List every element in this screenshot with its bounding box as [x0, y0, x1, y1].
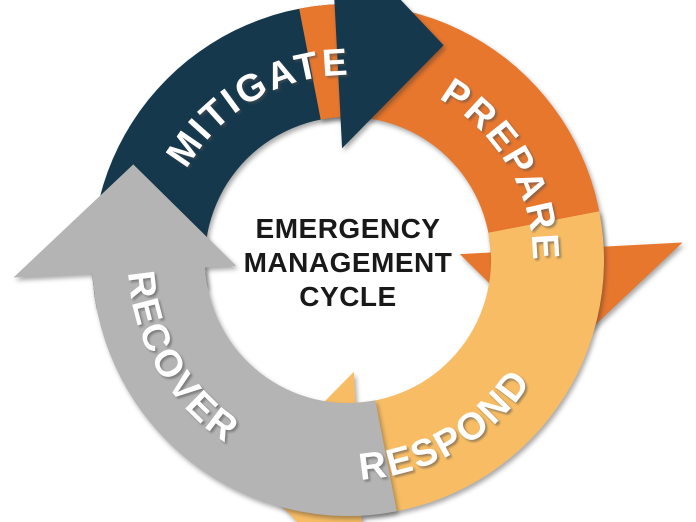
center-title-line-3: CYCLE: [299, 281, 396, 312]
center-title: EMERGENCY MANAGEMENT CYCLE: [244, 213, 453, 312]
recover-arrow: [13, 164, 397, 516]
center-title-line-2: MANAGEMENT: [244, 247, 453, 278]
mitigate-arrow-head: [334, 0, 444, 149]
center-title-line-1: EMERGENCY: [256, 213, 441, 244]
